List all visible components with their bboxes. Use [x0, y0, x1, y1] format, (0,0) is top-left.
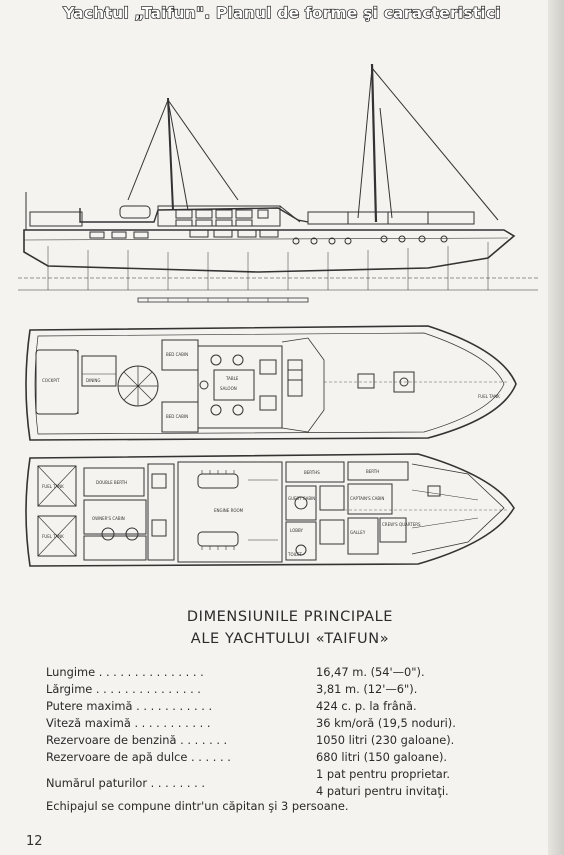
spec-value: 16,47 m. (54'—0").	[316, 665, 425, 679]
spec-value: 36 km/oră (19,5 noduri).	[316, 716, 456, 730]
spec-label: Lărgime . . . . . . . . . . . . . . .	[46, 682, 201, 696]
deck-label-cockpit: COCKPIT	[42, 378, 60, 383]
deck-label-saloon: SALOON	[220, 386, 237, 391]
berths-owner: 1 pat pentru proprietar.	[316, 767, 451, 781]
lower-label-toilet: TOILET	[287, 552, 303, 557]
lower-label-captains-cabin: CAPTAIN'S CABIN	[350, 496, 384, 501]
deck-label-table: TABLE	[225, 376, 239, 381]
spec-row-power: Putere maximă . . . . . . . . . . . 424 …	[46, 698, 516, 715]
lower-label-double-berth: DOUBLE BERTH	[96, 480, 127, 485]
lower-label-galley: GALLEY	[350, 530, 366, 535]
page-edge	[548, 0, 564, 855]
spec-row-fuel: Rezervoare de benzină . . . . . . . 1050…	[46, 732, 516, 749]
spec-value: 424 c. p. la frână.	[316, 699, 417, 713]
spec-label: Numărul paturilor . . . . . . . .	[46, 776, 205, 790]
spec-row-beam: Lărgime . . . . . . . . . . . . . . . 3,…	[46, 681, 516, 698]
lower-deck-plan: FUEL TANK DOUBLE BERTH OWNER'S CABIN ENG…	[25, 453, 515, 567]
spec-table: Lungime . . . . . . . . . . . . . . . 16…	[46, 664, 516, 800]
lower-label-engine-room: ENGINE ROOM	[214, 508, 244, 513]
spec-value-multiline: 1 pat pentru proprietar. 4 paturi pentru…	[316, 766, 516, 800]
dimensions-title-line2: ALE YACHTULUI «TAIFUN»	[190, 631, 390, 647]
page-header-title: Yachtul „Taifun". Planul de forme şi car…	[63, 3, 502, 22]
spec-label: Lungime . . . . . . . . . . . . . . .	[46, 665, 204, 679]
spec-label: Rezervoare de benzină . . . . . . .	[46, 733, 228, 747]
deck-label-bed-cabin-lower: BED CABIN	[166, 414, 188, 419]
spec-value: 1050 litri (230 galoane).	[316, 733, 455, 747]
spec-label: Rezervoare de apă dulce . . . . . .	[46, 750, 231, 764]
lower-label-crews-quarters: CREW'S QUARTERS	[382, 522, 421, 527]
crew-sentence: Echipajul se compune dintr'un căpitan şi…	[46, 799, 349, 813]
deck-label-fuel-tank: FUEL TANK	[478, 394, 500, 399]
deck-label-dining: DINING	[86, 378, 101, 383]
profile-view	[18, 63, 538, 303]
spec-value: 680 litri (150 galoane).	[316, 750, 448, 764]
dimensions-title: DIMENSIUNILE PRINCIPALE ALE YACHTULUI «T…	[100, 606, 480, 650]
spec-value: 3,81 m. (12'—6").	[316, 682, 418, 696]
spec-label: Viteză maximă . . . . . . . . . . .	[46, 716, 211, 730]
spec-label: Putere maximă . . . . . . . . . . .	[46, 699, 213, 713]
lower-label-berth: BERTH	[366, 469, 379, 474]
lower-label-guest-cabin: GUEST CABIN	[288, 496, 315, 501]
lower-label-berths: BERTHS	[304, 470, 320, 475]
berths-guests: 4 paturi pentru invitaţi.	[316, 784, 449, 798]
dimensions-title-line1: DIMENSIUNILE PRINCIPALE	[186, 609, 394, 625]
lower-label-owners-cabin: OWNER'S CABIN	[92, 516, 125, 521]
spec-row-speed: Viteză maximă . . . . . . . . . . . 36 k…	[46, 715, 516, 732]
lower-label-fuel-tank-upper: FUEL TANK	[42, 484, 64, 489]
yacht-drawing: COCKPIT DINING BED CABIN TABLE SALOON BE…	[8, 60, 548, 600]
deck-label-bed-cabin-upper: BED CABIN	[166, 352, 188, 357]
lower-label-lobby: LOBBY	[290, 528, 304, 533]
lower-label-fuel-tank-lower: FUEL TANK	[42, 534, 64, 539]
spec-row-berths: Numărul paturilor . . . . . . . . 1 pat …	[46, 766, 516, 800]
spec-row-length: Lungime . . . . . . . . . . . . . . . 16…	[46, 664, 516, 681]
spec-row-water: Rezervoare de apă dulce . . . . . . 680 …	[46, 749, 516, 766]
deck-plan: COCKPIT DINING BED CABIN TABLE SALOON BE…	[25, 325, 517, 441]
page-number: 12	[26, 834, 43, 849]
